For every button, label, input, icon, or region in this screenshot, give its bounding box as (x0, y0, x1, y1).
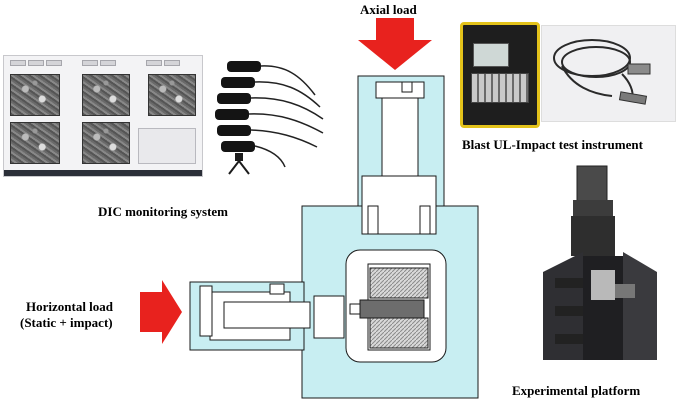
specimen-spacer (349, 303, 361, 315)
sensor-cable-photo (541, 25, 676, 122)
horizontal-load-sub-label: (Static + impact) (20, 315, 113, 330)
specimen-image (82, 122, 130, 164)
experimental-platform-label: Experimental platform (512, 383, 641, 398)
specimen-image (10, 74, 60, 116)
horizontal-piston (223, 301, 311, 329)
specimen-image (148, 74, 196, 116)
camera-icon (227, 61, 261, 72)
horizontal-load-label: Horizontal load (26, 299, 114, 314)
dic-toolbar-button (164, 60, 180, 66)
camera-icon (221, 77, 255, 88)
camera-icon (221, 141, 255, 152)
specimen-image (10, 122, 60, 164)
dic-toolbar-button (46, 60, 62, 66)
instrument-keypad (471, 73, 529, 103)
camera-icon (217, 93, 251, 104)
camera-icon (215, 109, 249, 120)
horizontal-bolt (269, 283, 285, 295)
dic-toolbar-button (28, 60, 44, 66)
axial-bolt (419, 205, 431, 235)
axial-nut (401, 81, 413, 93)
lower-loading-block (369, 317, 429, 349)
taskbar (4, 170, 202, 176)
axial-load-label: Axial load (360, 2, 417, 17)
axial-bolt (367, 205, 379, 235)
horizontal-endplate (199, 285, 213, 337)
axial-cap (375, 81, 425, 99)
camera-array-photo (215, 61, 324, 175)
blast-instrument-label: Blast UL-Impact test instrument (462, 137, 643, 152)
rock-specimen (359, 299, 425, 319)
axial-piston (381, 97, 419, 179)
right-arrow-icon (140, 280, 182, 344)
specimen-image (82, 74, 130, 116)
dic-toolbar-button (146, 60, 162, 66)
test-instrument-photo (460, 22, 540, 128)
experimental-platform-photo (543, 165, 657, 360)
horizontal-head (313, 295, 345, 339)
upper-loading-block (369, 267, 429, 299)
camera-icon (217, 125, 251, 136)
dic-toolbar-button (100, 60, 116, 66)
instrument-screen (473, 43, 509, 67)
dic-toolbar-button (10, 60, 26, 66)
dic-monitoring-label: DIC monitoring system (98, 204, 228, 219)
dic-toolbar-button (82, 60, 98, 66)
status-panel (138, 128, 196, 164)
dic-monitor-screenshot (3, 55, 203, 177)
down-arrow-icon (358, 18, 432, 70)
